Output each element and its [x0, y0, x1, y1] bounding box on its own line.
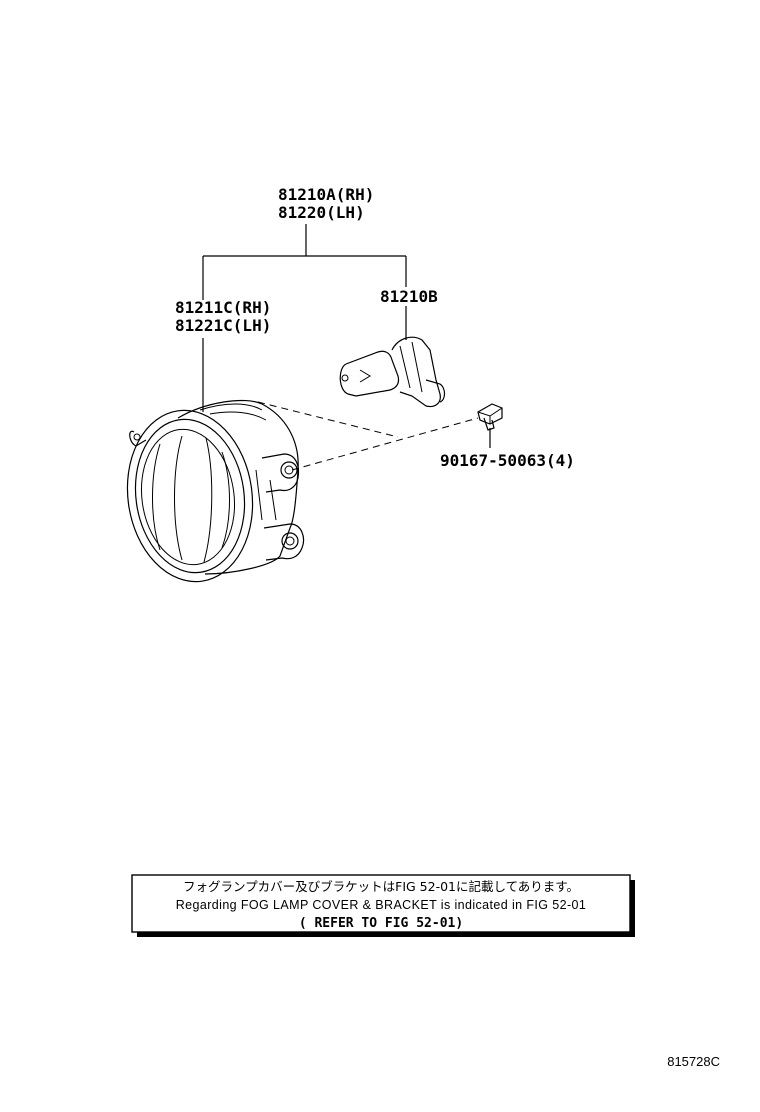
leader-lines [202, 224, 491, 448]
note-reference: ( REFER TO FIG 52-01) [299, 916, 463, 931]
label-assembly-lh: 81220(LH) [278, 203, 365, 222]
reference-note-box: フォグランプカバー及びブラケットはFIG 52-01に記載してあります。 Reg… [131, 874, 635, 937]
fog-lamp-unit [126, 399, 305, 583]
bulb-part [339, 336, 446, 408]
figure-id: 815728C [667, 1054, 720, 1069]
dashed-guide-lines [257, 401, 479, 471]
label-unit-rh: 81211C(RH) [175, 298, 271, 317]
screw-part [477, 403, 503, 431]
label-unit-lh: 81221C(LH) [175, 316, 271, 335]
label-screw: 90167-50063(4) [440, 451, 575, 470]
note-english: Regarding FOG LAMP COVER & BRACKET is in… [176, 898, 587, 912]
label-assembly-rh: 81210A(RH) [278, 185, 374, 204]
note-japanese: フォグランプカバー及びブラケットはFIG 52-01に記載してあります。 [183, 879, 579, 894]
label-bulb: 81210B [380, 287, 438, 306]
